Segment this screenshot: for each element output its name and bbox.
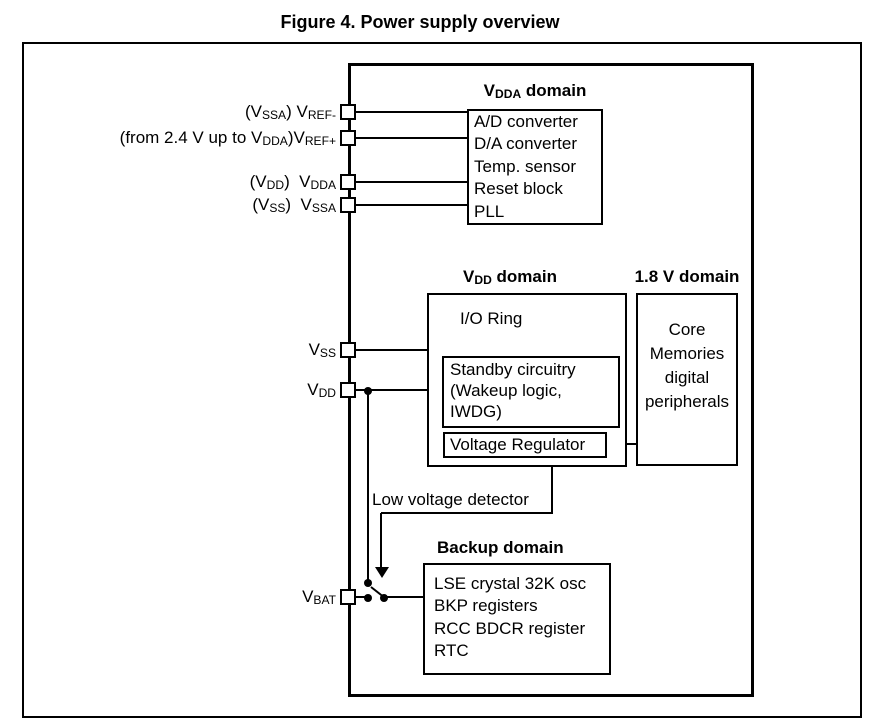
wire-vss <box>355 349 427 351</box>
low-voltage-detector-label: Low voltage detector <box>372 490 529 509</box>
wire-vdda <box>355 181 467 183</box>
wire-vssa <box>355 204 467 206</box>
backup-domain-title: Backup domain <box>437 538 564 557</box>
v18-domain-title: 1.8 V domain <box>634 267 740 286</box>
pin-vref-minus <box>340 104 356 120</box>
figure-border <box>22 42 862 718</box>
label-vdd: VDD <box>307 380 336 401</box>
wire-vref-minus <box>355 111 467 113</box>
vdda-item: A/D converter <box>474 112 578 131</box>
pin-vref-plus <box>340 130 356 146</box>
label-vssa: (VSS) VSSA <box>252 195 336 216</box>
v18-domain-box <box>636 293 738 466</box>
pin-vbat <box>340 589 356 605</box>
label-vss: VSS <box>308 340 336 361</box>
vdda-item: Reset block <box>474 179 563 199</box>
switch-lever-icon <box>370 586 386 599</box>
vdda-item: PLL <box>474 201 505 221</box>
vdda-domain-box <box>467 109 603 225</box>
backup-item: LSE crystal 32K osc <box>434 574 587 593</box>
wire-lvd-drop <box>380 513 382 568</box>
arrow-down-icon <box>375 567 389 578</box>
vdda-domain-items: A/D converter D/A converter Temp. sensor… <box>467 111 603 223</box>
backup-item: RTC <box>434 641 469 661</box>
junction-dot-vdd <box>364 387 372 395</box>
switch-contact-vdd <box>364 579 372 587</box>
label-vbat: VBAT <box>302 587 336 608</box>
mcu-outline <box>348 63 754 697</box>
backup-item: BKP registers <box>434 596 538 616</box>
wire-regulator-drop <box>551 458 553 513</box>
vdda-item: D/A converter <box>474 134 577 154</box>
voltage-regulator-box <box>443 432 607 458</box>
backup-domain-items: LSE crystal 32K osc BKP registers RCC BD… <box>434 573 586 663</box>
backup-item: RCC BDCR register <box>434 618 586 638</box>
v18-line: Memories <box>649 344 725 363</box>
pin-vdd <box>340 382 356 398</box>
vdda-item: Temp. sensor <box>474 156 577 176</box>
pin-vssa <box>340 197 356 213</box>
v18-line: peripherals <box>644 392 730 411</box>
pin-vss <box>340 342 356 358</box>
label-vref-plus: (from 2.4 V up to VDDA)VREF+ <box>119 128 336 149</box>
wire-vdd-drop <box>367 390 369 581</box>
standby-circuitry-text: Standby circuitry (Wakeup logic, IWDG) <box>450 359 576 422</box>
wire-vref-plus <box>355 137 467 139</box>
standby-line: IWDG) <box>450 402 502 421</box>
figure-title: Figure 4. Power supply overview <box>280 12 560 32</box>
pin-vdda <box>340 174 356 190</box>
voltage-regulator-label: Voltage Regulator <box>450 435 586 454</box>
label-vdda: (VDD) VDDA <box>249 172 336 193</box>
switch-contact-vbat <box>364 594 372 602</box>
vdda-domain-title: VDDA domain <box>483 81 587 102</box>
standby-line: Standby circuitry <box>450 360 576 379</box>
v18-line: Core <box>668 320 706 339</box>
standby-line: (Wakeup logic, <box>450 381 562 400</box>
io-ring-label: I/O Ring <box>460 309 523 328</box>
wire-lvd-underline <box>381 512 553 514</box>
backup-domain-box <box>423 563 611 675</box>
wire-switch-to-backup <box>384 596 423 598</box>
v18-line: digital <box>664 368 710 387</box>
wire-vdd <box>355 389 427 391</box>
wire-vbat-to-switch <box>355 596 368 598</box>
vdd-domain-title: VDD domain <box>463 267 557 288</box>
v18-domain-text: Core Memories digital peripherals <box>636 318 738 414</box>
standby-circuitry-box <box>442 356 620 428</box>
label-vref-minus: (VSSA) VREF- <box>244 102 336 123</box>
